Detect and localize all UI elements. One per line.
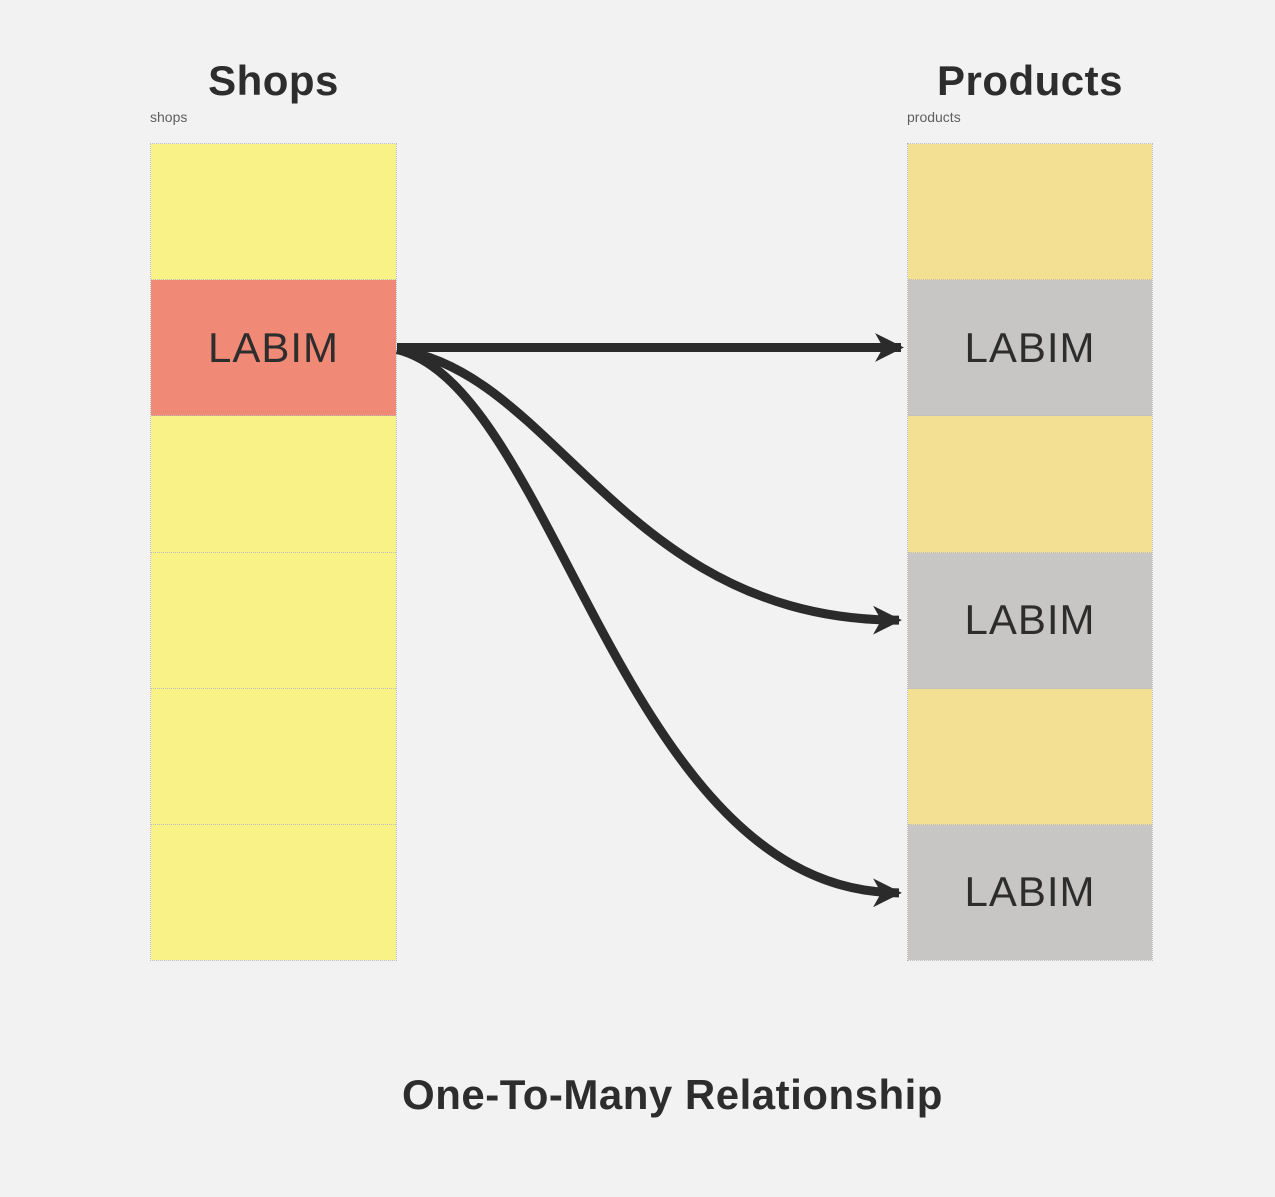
products-row-5 <box>908 688 1152 825</box>
shops-row-1 <box>151 144 396 281</box>
cell-label: LABIM <box>207 323 340 371</box>
diagram-caption: One-To-Many Relationship <box>402 1071 943 1118</box>
relationship-arrow-2 <box>396 345 902 635</box>
shops-header: Shops shops <box>150 57 397 126</box>
shops-title: Shops <box>208 57 339 104</box>
products-row-2: LABIM <box>908 280 1152 417</box>
shops-row-2: LABIM <box>151 280 396 417</box>
cell-label: LABIM <box>964 868 1096 916</box>
products-name-label: products <box>907 109 961 126</box>
shops-name-label: shops <box>150 109 188 126</box>
products-row-6: LABIM <box>908 824 1152 961</box>
products-header: Products products <box>907 57 1153 126</box>
shops-table: LABIM <box>150 143 397 961</box>
cell-label: LABIM <box>964 596 1096 644</box>
relationship-arrow-3 <box>395 345 902 908</box>
products-table: LABIM LABIM LABIM <box>907 143 1153 961</box>
products-row-1 <box>908 144 1152 281</box>
shops-row-5 <box>151 688 396 825</box>
shops-row-4 <box>151 552 396 689</box>
products-title: Products <box>936 57 1124 104</box>
shops-row-3 <box>151 416 396 553</box>
products-row-3 <box>908 416 1152 553</box>
products-row-4: LABIM <box>908 552 1152 689</box>
shops-row-6 <box>151 824 396 961</box>
cell-label: LABIM <box>964 323 1096 371</box>
